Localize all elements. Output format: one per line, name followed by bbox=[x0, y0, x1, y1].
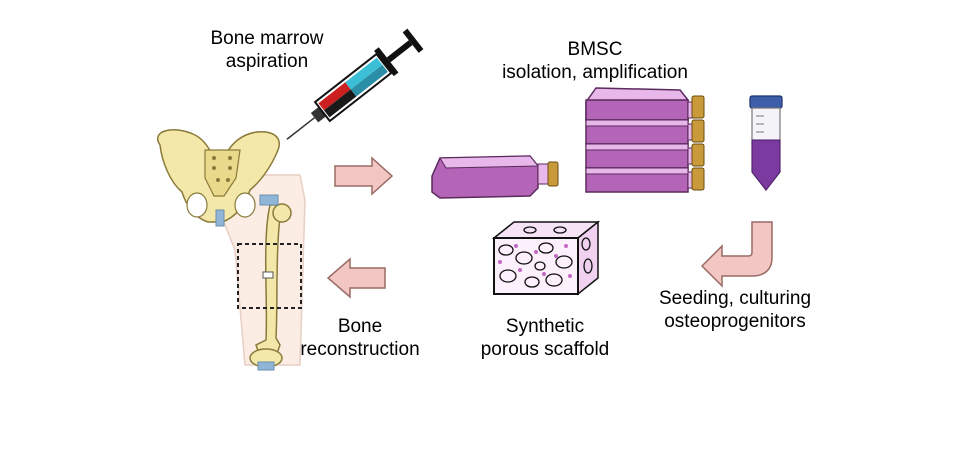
scaffold-label: Synthetic porous scaffold bbox=[460, 315, 630, 361]
aspiration-label-line2: aspiration bbox=[225, 51, 309, 72]
bmsc-label: BMSC isolation, amplification bbox=[475, 38, 715, 84]
scaffold-label-line1: Synthetic bbox=[505, 316, 585, 337]
syringe-icon bbox=[286, 28, 424, 140]
scaffold-icon bbox=[491, 220, 601, 296]
seeding-label-line2: osteoprogenitors bbox=[664, 311, 806, 332]
seeding-label-line1: Seeding, culturing bbox=[658, 288, 812, 309]
scaffold-label-line2: porous scaffold bbox=[480, 339, 610, 360]
seeding-label: Seeding, culturing osteoprogenitors bbox=[640, 287, 830, 333]
femur-icon bbox=[203, 174, 306, 371]
arrow-curved-icon bbox=[700, 221, 773, 288]
bmsc-label-line1: BMSC bbox=[567, 39, 623, 60]
flask-icon bbox=[431, 155, 559, 199]
aspiration-label-line1: Bone marrow bbox=[210, 28, 324, 49]
pelvis-icon bbox=[157, 129, 281, 227]
reconstruction-label: Bone reconstruction bbox=[285, 315, 435, 361]
reconstruction-label-line2: reconstruction bbox=[300, 339, 420, 360]
aspiration-label: Bone marrow aspiration bbox=[192, 27, 342, 73]
centrifuge-tube-icon bbox=[749, 95, 783, 191]
arrow-right-icon bbox=[334, 156, 394, 196]
arrow-left-icon bbox=[326, 257, 386, 299]
flask-stack-icon bbox=[585, 87, 705, 193]
reconstruction-label-line1: Bone bbox=[337, 316, 383, 337]
bmsc-label-line2: isolation, amplification bbox=[502, 62, 688, 83]
